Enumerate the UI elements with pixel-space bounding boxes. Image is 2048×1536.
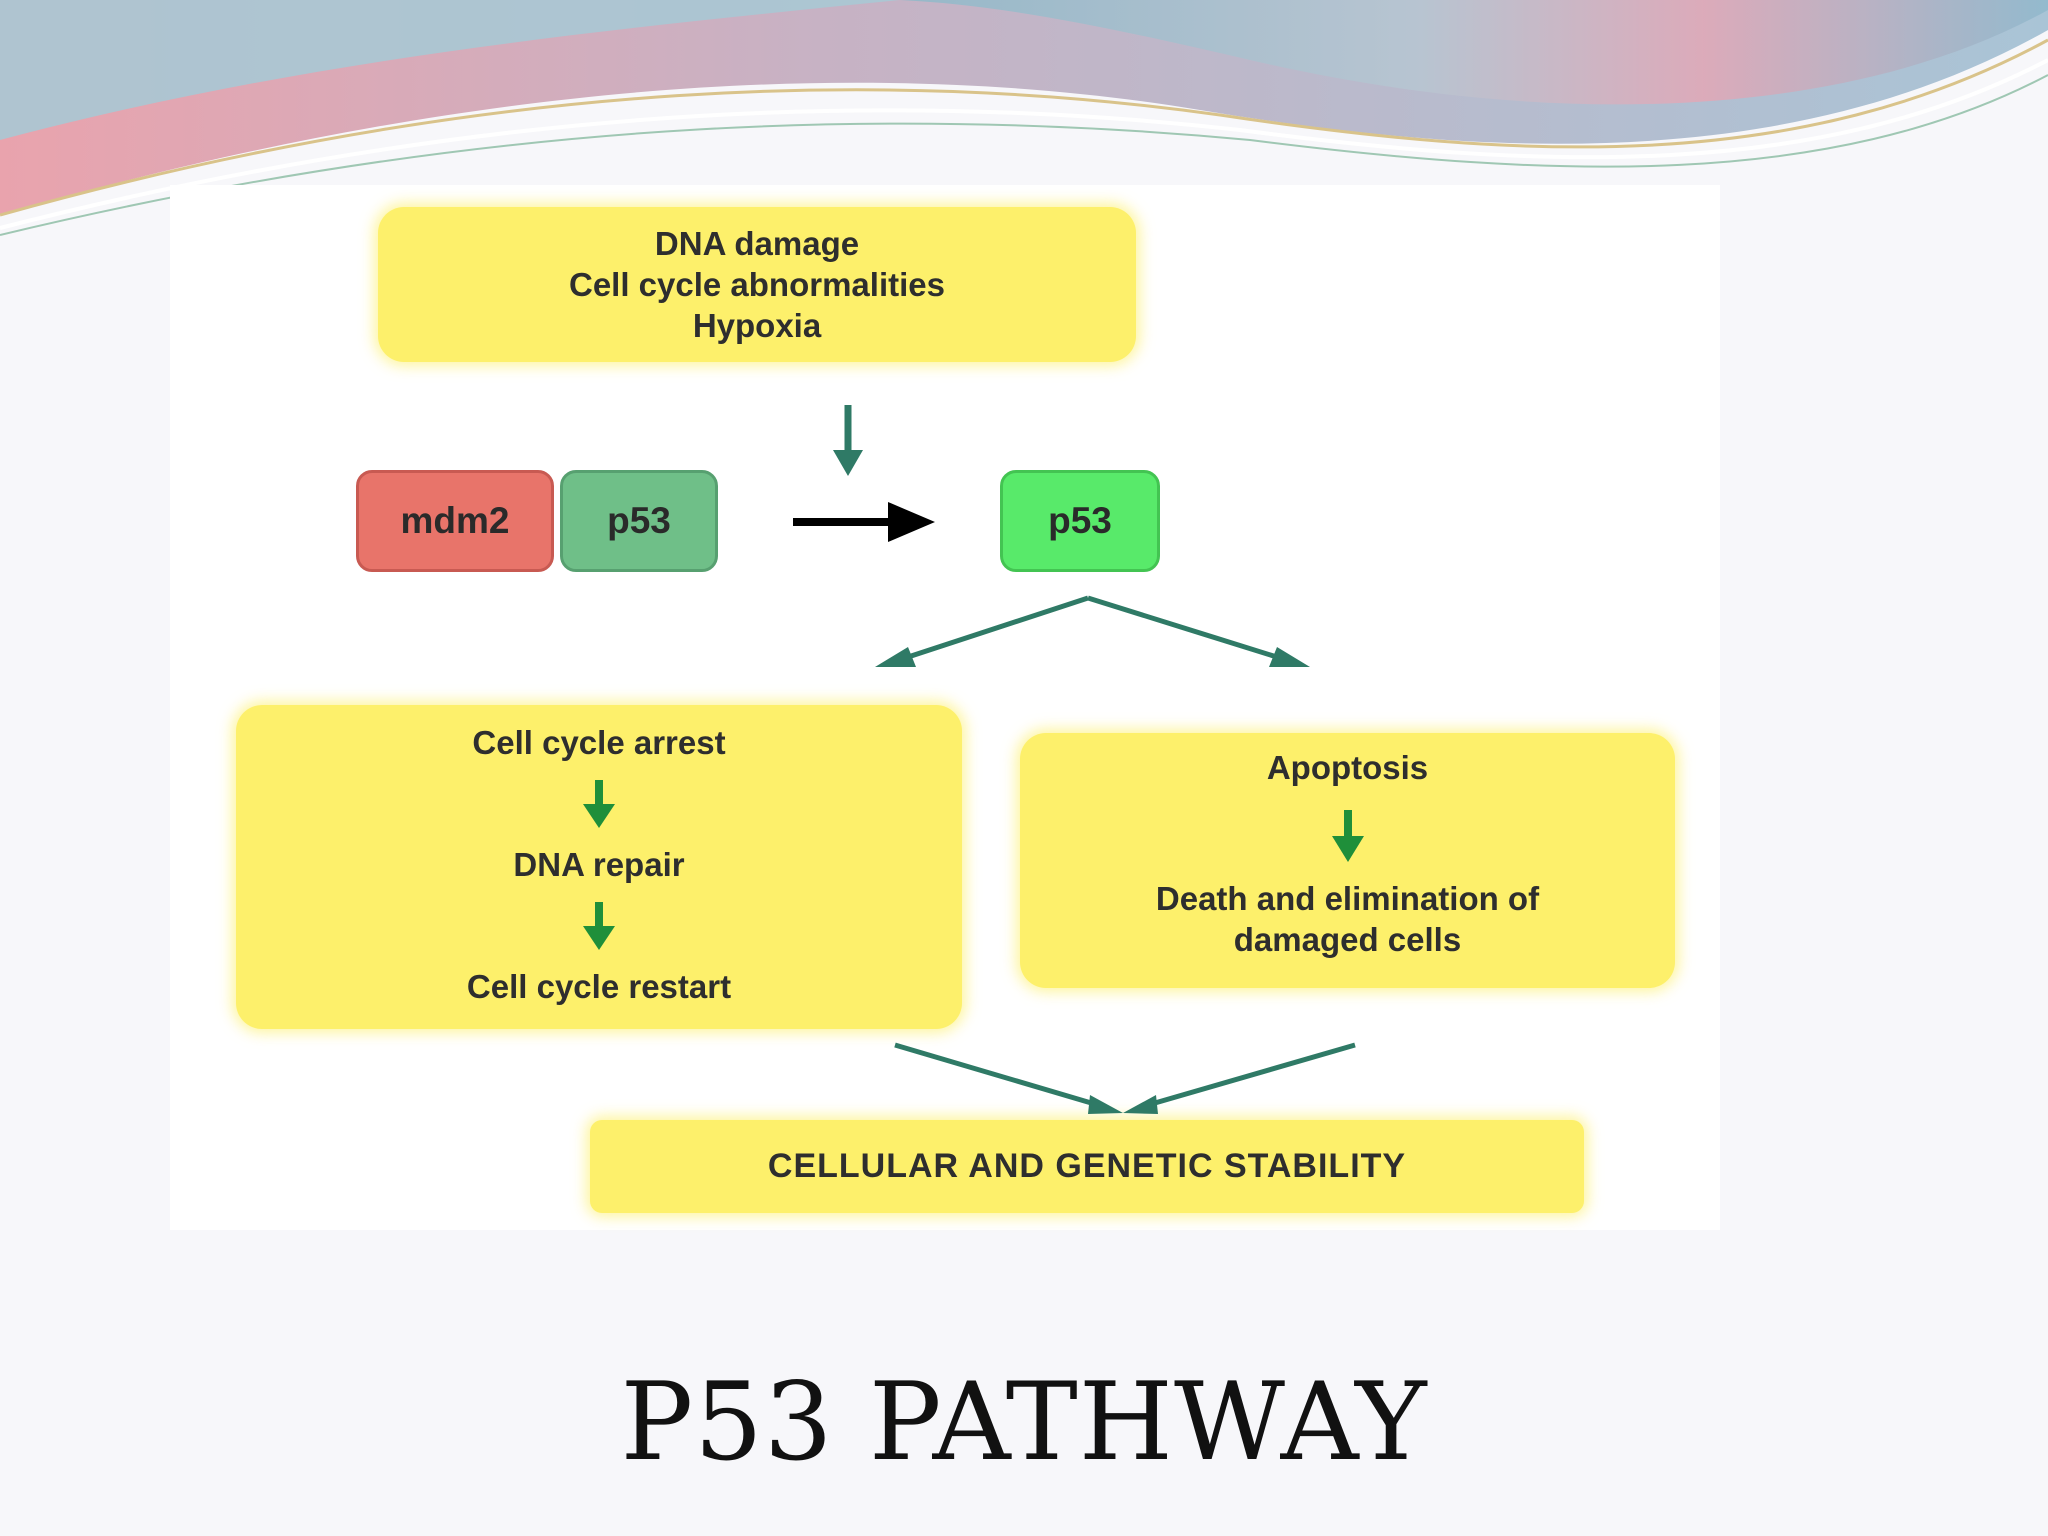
mdm2-box: mdm2 <box>356 470 554 572</box>
slide-title: P53 PATHWAY <box>620 1360 1428 1485</box>
arrow-down-icon <box>1331 810 1364 862</box>
arrow-down-icon <box>583 901 615 950</box>
arrow-down-icon <box>583 779 615 828</box>
cell-cycle-restart-label: Cell cycle restart <box>466 968 732 1005</box>
death-elimination-label-line1: Death and elimination of <box>1155 880 1540 917</box>
p53-active-box: p53 <box>1000 470 1160 572</box>
apoptosis-box: Apoptosis Death and elimination of damag… <box>1020 733 1675 988</box>
p53-bound-label: p53 <box>607 500 671 541</box>
dna-repair-label: DNA repair <box>513 846 685 883</box>
apoptosis-label: Apoptosis <box>1266 749 1429 786</box>
stimulus-cell-cycle-abnormalities: Cell cycle abnormalities <box>568 266 945 303</box>
p53-bound-box: p53 <box>560 470 718 572</box>
cell-cycle-arrest-label: Cell cycle arrest <box>472 724 726 761</box>
cellular-genetic-stability-box: CELLULAR AND GENETIC STABILITY <box>590 1120 1584 1213</box>
p53-active-label: p53 <box>1048 500 1112 541</box>
cell-cycle-arrest-box: Cell cycle arrest DNA repair Cell cycle … <box>236 705 962 1029</box>
outcome-label: CELLULAR AND GENETIC STABILITY <box>767 1147 1407 1185</box>
death-elimination-label-line2: damaged cells <box>1233 921 1462 958</box>
mdm2-label: mdm2 <box>400 500 510 541</box>
stimuli-box: DNA damage Cell cycle abnormalities Hypo… <box>378 207 1136 362</box>
header-swoosh-decoration <box>0 0 2048 236</box>
stimulus-hypoxia: Hypoxia <box>692 307 822 344</box>
stimulus-dna-damage: DNA damage <box>654 225 860 262</box>
